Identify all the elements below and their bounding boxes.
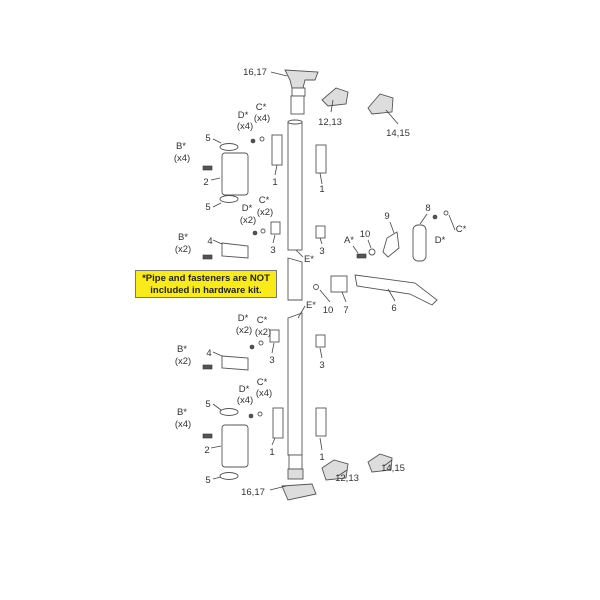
label: 3 (319, 360, 324, 371)
label: (x4) (254, 113, 270, 124)
label: 1 (269, 447, 274, 458)
label: 1 (319, 452, 324, 463)
note-line-2: included in hardware kit. (150, 284, 262, 296)
label: 3 (270, 245, 275, 256)
label: (x4) (237, 395, 253, 406)
label: (x4) (256, 388, 272, 399)
label: 16,17 (241, 487, 265, 498)
label: 1 (272, 177, 277, 188)
label: A* (344, 235, 354, 246)
part-labels: 16,17 12,13 14,15 C* (x4) D* (x4) 5 B* (… (174, 67, 467, 498)
label: 3 (319, 246, 324, 257)
label: 1 (319, 184, 324, 195)
label: C* (257, 315, 268, 326)
label: C* (456, 224, 467, 235)
label: B* (177, 407, 187, 418)
label: 12,13 (318, 117, 342, 128)
label: 10 (360, 229, 371, 240)
label: (x4) (175, 419, 191, 430)
label: D* (238, 110, 249, 121)
label: 4 (206, 348, 211, 359)
label: 7 (343, 305, 348, 316)
label: (x2) (255, 327, 271, 338)
label: C* (259, 195, 270, 206)
pipe (287, 119, 303, 456)
label: B* (177, 344, 187, 355)
top-handle-part (284, 69, 319, 115)
label: D* (242, 203, 253, 214)
leader-lines (210, 71, 456, 491)
label: 9 (384, 211, 389, 222)
label: 16,17 (243, 67, 267, 78)
label: B* (176, 141, 186, 152)
label: B* (178, 232, 188, 243)
label: 14,15 (386, 128, 410, 139)
label: C* (257, 377, 268, 388)
label: C* (256, 102, 267, 113)
label: 5 (205, 202, 210, 213)
keeper-parts (321, 87, 394, 481)
hardware-note-box: *Pipe and fasteners are NOT included in … (135, 270, 277, 298)
label: D* (435, 235, 446, 246)
label: (x4) (174, 153, 190, 164)
label: D* (239, 384, 250, 395)
label: 5 (205, 133, 210, 144)
fasteners (202, 136, 449, 439)
label: (x2) (175, 356, 191, 367)
latch-parts (330, 224, 438, 306)
note-line-1: *Pipe and fasteners are NOT (142, 273, 270, 284)
label: 2 (203, 177, 208, 188)
label: (x4) (237, 121, 253, 132)
label: 5 (205, 475, 210, 486)
label: (x2) (257, 207, 273, 218)
label: 12,13 (335, 473, 359, 484)
hinge-brackets (219, 134, 327, 480)
label: E* (306, 300, 316, 311)
bottom-handle-part (281, 454, 317, 501)
label: (x2) (240, 215, 256, 226)
label: 5 (205, 399, 210, 410)
label: 6 (391, 303, 396, 314)
label: D* (238, 313, 249, 324)
label: 2 (204, 445, 209, 456)
label: 10 (323, 305, 334, 316)
label: (x2) (236, 325, 252, 336)
clamp-brackets (221, 221, 326, 371)
label: 14,15 (381, 463, 405, 474)
label: 4 (207, 236, 212, 247)
label: 3 (269, 355, 274, 366)
label: 8 (425, 203, 430, 214)
label: E* (304, 254, 314, 265)
label: (x2) (175, 244, 191, 255)
